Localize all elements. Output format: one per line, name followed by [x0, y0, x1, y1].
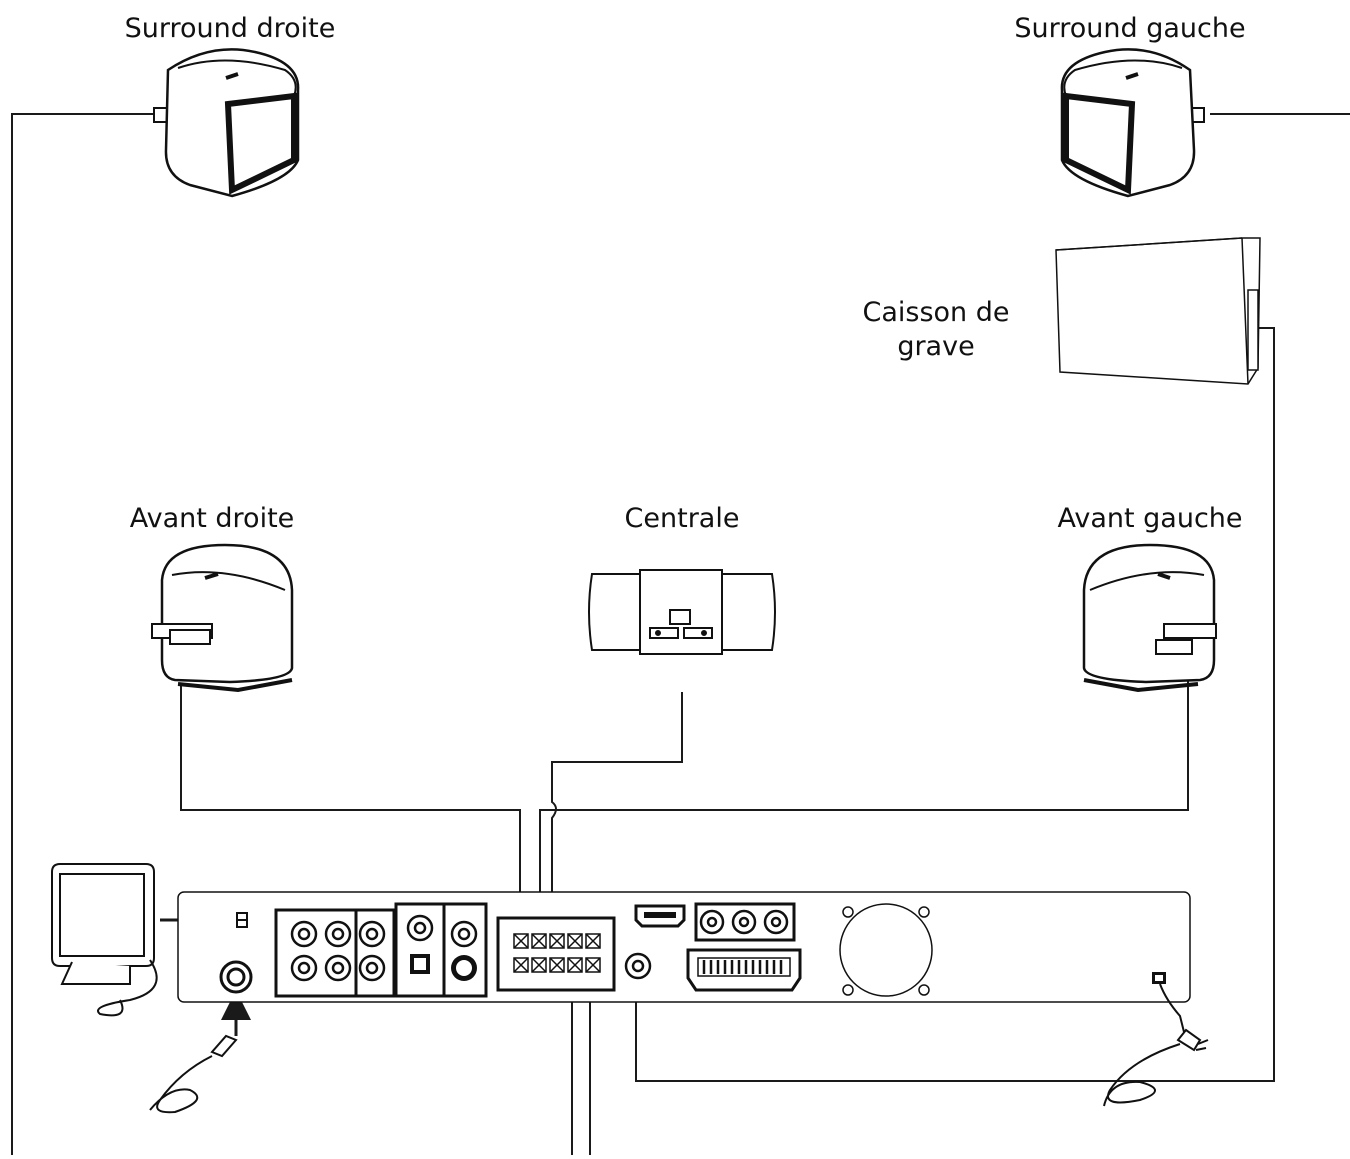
label-subwoofer: Caisson de grave [862, 297, 1010, 362]
label-surround-right: Surround droite [124, 13, 336, 44]
wire-subwoofer [636, 328, 1274, 1081]
speaker-front-right-icon [152, 545, 292, 690]
label-surround-left: Surround gauche [1014, 13, 1246, 44]
speaker-center-icon [589, 570, 775, 654]
wire-front-right [181, 684, 520, 925]
subwoofer-box-icon [1056, 238, 1260, 384]
label-front-left: Avant gauche [1057, 503, 1243, 534]
wires [12, 114, 1350, 1155]
wire-surround-right [12, 114, 160, 1155]
am-loop-antenna-icon [52, 864, 157, 1015]
wire-center [552, 692, 682, 925]
fm-wire-antenna-icon [150, 1036, 236, 1112]
wire-front-left [540, 680, 1188, 925]
speaker-front-left-icon [1084, 545, 1216, 690]
label-center: Centrale [624, 503, 740, 534]
power-cord-icon [1104, 984, 1208, 1106]
speaker-surround-right-icon [154, 49, 298, 196]
speaker-surround-left-icon [1062, 49, 1204, 196]
receiver-back-panel-icon [178, 892, 1190, 1002]
label-front-right: Avant droite [129, 503, 295, 534]
